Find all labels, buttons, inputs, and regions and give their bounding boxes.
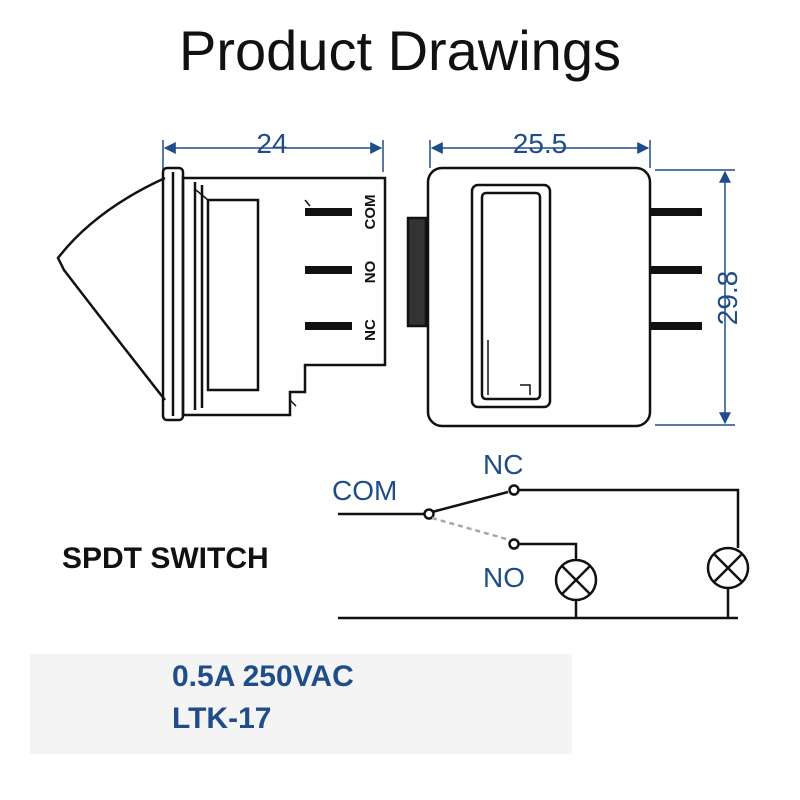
front-view [406, 140, 735, 428]
schematic-nc-label: NC [483, 449, 523, 480]
side-view [56, 140, 387, 422]
terminal-label-no: NO [362, 260, 379, 283]
page-title: Product Drawings [179, 19, 621, 82]
side-body [181, 176, 387, 417]
schematic [338, 484, 750, 620]
switch-type-label: SPDT SWITCH [62, 542, 269, 575]
no-contact [508, 538, 520, 550]
front-width-label: 25.5 [513, 128, 568, 159]
switch-lever [431, 490, 509, 514]
terminal-label-com: COM [362, 195, 379, 230]
lever-alt-path [431, 516, 511, 542]
knurl-strip [406, 216, 428, 328]
spec-panel [30, 654, 572, 754]
terminal-label-nc: NC [362, 319, 379, 341]
front-body [426, 166, 652, 428]
schematic-com-label: COM [332, 475, 397, 506]
side-width-label: 24 [256, 128, 287, 159]
schematic-no-label: NO [483, 562, 525, 593]
front-height-label: 29.8 [712, 271, 743, 326]
rating-text: 0.5A 250VAC [172, 660, 354, 693]
rocker-window [470, 183, 552, 409]
com-contact [423, 508, 435, 520]
nc-contact [508, 484, 520, 496]
rocker-dome [56, 176, 166, 401]
model-text: LTK-17 [172, 702, 272, 735]
